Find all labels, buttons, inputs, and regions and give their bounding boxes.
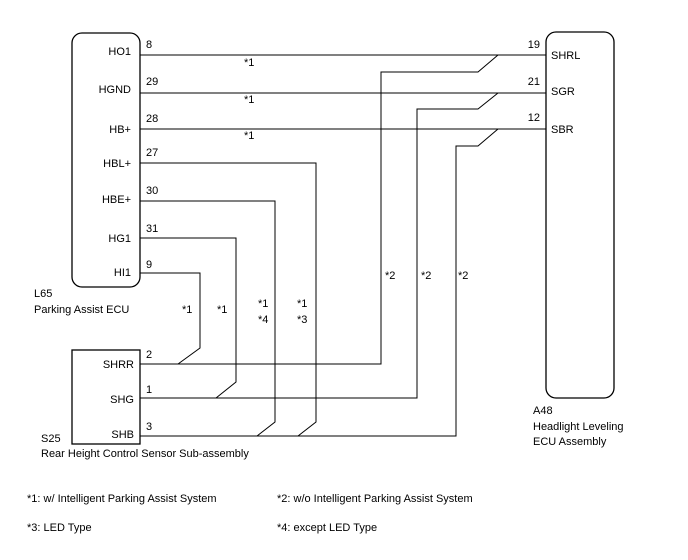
- pin-number-hi1: 9: [146, 259, 152, 271]
- pin-number-shrl: 19: [528, 39, 540, 51]
- parking-assist-ecu-name: Parking Assist ECU: [34, 304, 129, 316]
- headlight-leveling-ecu-box: [545, 31, 615, 399]
- pin-signal-hgnd: HGND: [99, 84, 131, 96]
- pin-signal-hi1: HI1: [114, 267, 131, 279]
- pin-signal-shg: SHG: [110, 394, 134, 406]
- parking-assist-ecu-code: L65: [34, 288, 52, 300]
- pin-signal-ho1: HO1: [108, 46, 131, 58]
- pin-signal-shrl: SHRL: [551, 50, 580, 62]
- note-wire-hi1: *1: [182, 304, 192, 316]
- wires: [140, 54, 546, 437]
- note-wire-ho1: *1: [244, 57, 254, 69]
- pin-number-shg: 1: [146, 384, 152, 396]
- legend-note-1: *1: w/ Intelligent Parking Assist System: [27, 493, 217, 505]
- pin-number-sgr: 21: [528, 76, 540, 88]
- pin-signal-hg1: HG1: [108, 233, 131, 245]
- pin-signal-hbplus: HB+: [109, 124, 131, 136]
- note-wire-hbeplus-b: *4: [258, 314, 268, 326]
- pin-number-sbr: 12: [528, 112, 540, 124]
- pin-signal-hblplus: HBL+: [103, 158, 131, 170]
- pin-number-hg1: 31: [146, 223, 158, 235]
- wire-hbeplus-shb: [140, 200, 276, 437]
- pin-number-hgnd: 29: [146, 76, 158, 88]
- headlight-leveling-ecu-code: A48: [533, 405, 553, 417]
- legend-note-2: *2: w/o Intelligent Parking Assist Syste…: [277, 493, 473, 505]
- note-wire-sgr: *2: [421, 270, 431, 282]
- rear-height-sensor-box: [71, 349, 141, 445]
- legend-note-4: *4: except LED Type: [277, 522, 377, 534]
- pin-number-hbplus: 28: [146, 113, 158, 125]
- pin-number-hbeplus: 30: [146, 185, 158, 197]
- parking-assist-ecu-box: [71, 32, 141, 288]
- note-wire-hbeplus-a: *1: [258, 298, 268, 310]
- pin-number-ho1: 8: [146, 39, 152, 51]
- wire-shb-sbr: [140, 128, 499, 437]
- pin-number-shrr: 2: [146, 349, 152, 361]
- note-wire-hblplus-a: *1: [297, 298, 307, 310]
- rear-height-sensor-code: S25: [41, 433, 61, 445]
- note-wire-shrl: *2: [385, 270, 395, 282]
- wire-hblplus-shb: [140, 162, 317, 437]
- note-wire-hgnd: *1: [244, 94, 254, 106]
- legend-note-3: *3: LED Type: [27, 522, 92, 534]
- wire-hi1-shrr: [140, 272, 201, 365]
- headlight-leveling-ecu-name-line2: ECU Assembly: [533, 436, 607, 448]
- pin-number-hblplus: 27: [146, 147, 158, 159]
- rear-height-sensor-name: Rear Height Control Sensor Sub-assembly: [41, 448, 249, 460]
- note-wire-hblplus-b: *3: [297, 314, 307, 326]
- pin-signal-shb: SHB: [111, 429, 134, 441]
- note-wire-hbplus: *1: [244, 130, 254, 142]
- note-wire-hg1: *1: [217, 304, 227, 316]
- pin-number-shb: 3: [146, 421, 152, 433]
- pin-signal-sgr: SGR: [551, 86, 575, 98]
- wire-shg-sgr: [140, 92, 499, 399]
- pin-signal-hbeplus: HBE+: [102, 194, 131, 206]
- note-wire-sbr: *2: [458, 270, 468, 282]
- wire-hg1-shg: [140, 237, 237, 399]
- pin-signal-shrr: SHRR: [103, 359, 134, 371]
- pin-signal-sbr: SBR: [551, 124, 574, 136]
- wire-shrr-shrl: [140, 54, 499, 365]
- headlight-leveling-ecu-name-line1: Headlight Leveling: [533, 421, 624, 433]
